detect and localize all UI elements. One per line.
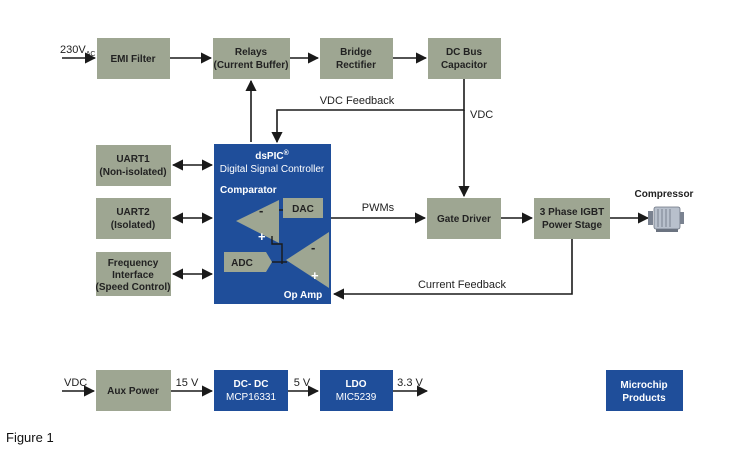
- compressor-motor-icon: [648, 206, 684, 232]
- dac-block: [283, 198, 323, 218]
- pwms-label: PWMs: [362, 202, 395, 214]
- svg-text:DC- DC: DC- DC: [234, 379, 269, 390]
- dspic-controller-block: dsPIC® Digital Signal Controller Compara…: [214, 144, 331, 304]
- svg-text:(Isolated): (Isolated): [111, 220, 155, 231]
- svg-text:MIC5239: MIC5239: [336, 392, 377, 403]
- emi-filter-block: EMI Filter: [97, 38, 170, 79]
- svg-text:Frequency: Frequency: [108, 258, 159, 269]
- svg-text:LDO: LDO: [345, 379, 366, 390]
- bridge-rectifier-block: Bridge Rectifier: [320, 38, 393, 79]
- figure-caption: Figure 1: [6, 430, 54, 445]
- adc-block: [224, 252, 266, 272]
- 15v-label: 15 V: [176, 377, 199, 389]
- frequency-interface-block: Frequency Interface (Speed Control): [96, 252, 171, 296]
- dac-label: DAC: [292, 204, 314, 215]
- aux-power-block: Aux Power: [96, 370, 171, 411]
- uart1-block: UART1 (Non-isolated): [96, 145, 171, 186]
- comparator-symbol: [236, 200, 279, 243]
- svg-text:Gate Driver: Gate Driver: [437, 214, 491, 225]
- compressor-label: Compressor: [635, 189, 694, 200]
- svg-text:Interface: Interface: [112, 270, 154, 281]
- svg-text:DC Bus: DC Bus: [446, 47, 483, 58]
- svg-text:UART2: UART2: [116, 207, 150, 218]
- controller-subtitle: Digital Signal Controller: [220, 164, 325, 175]
- relays-block: Relays (Current Buffer): [213, 38, 290, 79]
- comparator-minus: -: [259, 203, 263, 218]
- svg-text:(Speed Control): (Speed Control): [96, 282, 171, 293]
- svg-text:Relays: Relays: [235, 47, 268, 58]
- vdc-input-label: VDC: [64, 377, 87, 389]
- svg-text:(Current Buffer): (Current Buffer): [214, 60, 289, 71]
- svg-text:Power Stage: Power Stage: [542, 220, 602, 231]
- svg-text:Microchip: Microchip: [620, 380, 667, 391]
- svg-text:MCP16331: MCP16331: [226, 392, 276, 403]
- current-feedback-arrow: [332, 239, 573, 300]
- vdc-feedback-arrow: [271, 79, 465, 144]
- svg-text:UART1: UART1: [116, 154, 150, 165]
- dc-dc-block: DC- DC MCP16331: [214, 370, 288, 411]
- ldo-block: LDO MIC5239: [320, 370, 393, 411]
- current-feedback-label: Current Feedback: [418, 279, 507, 291]
- microchip-products-legend: Microchip Products: [606, 370, 683, 411]
- comparator-label: Comparator: [220, 185, 277, 196]
- dc-bus-capacitor-block: DC Bus Capacitor: [428, 38, 501, 79]
- vdc-feedback-label: VDC Feedback: [320, 95, 395, 107]
- controller-title: dsPIC®: [255, 149, 289, 162]
- op-amp-symbol: [286, 232, 329, 288]
- comparator-plus: +: [258, 229, 266, 244]
- op-amp-plus: +: [311, 268, 319, 283]
- svg-text:Capacitor: Capacitor: [441, 60, 487, 71]
- 5v-label: 5 V: [294, 377, 311, 389]
- igbt-power-stage-block: 3 Phase IGBT Power Stage: [534, 198, 610, 239]
- uart2-block: UART2 (Isolated): [96, 198, 171, 239]
- svg-text:Bridge: Bridge: [340, 47, 372, 58]
- op-amp-minus: -: [311, 240, 315, 255]
- op-amp-label: Op Amp: [284, 290, 323, 301]
- svg-text:Products: Products: [622, 393, 666, 404]
- svg-text:Rectifier: Rectifier: [336, 60, 376, 71]
- svg-text:Aux Power: Aux Power: [107, 386, 159, 397]
- svg-text:3 Phase IGBT: 3 Phase IGBT: [540, 207, 604, 218]
- adc-label: ADC: [231, 258, 253, 269]
- 3v3-label: 3.3 V: [397, 377, 423, 389]
- vdc-label: VDC: [470, 109, 493, 121]
- gate-driver-block: Gate Driver: [427, 198, 501, 239]
- ac-input-label: 230VAC: [60, 44, 95, 58]
- svg-text:EMI Filter: EMI Filter: [110, 54, 155, 65]
- svg-text:(Non-isolated): (Non-isolated): [99, 167, 166, 178]
